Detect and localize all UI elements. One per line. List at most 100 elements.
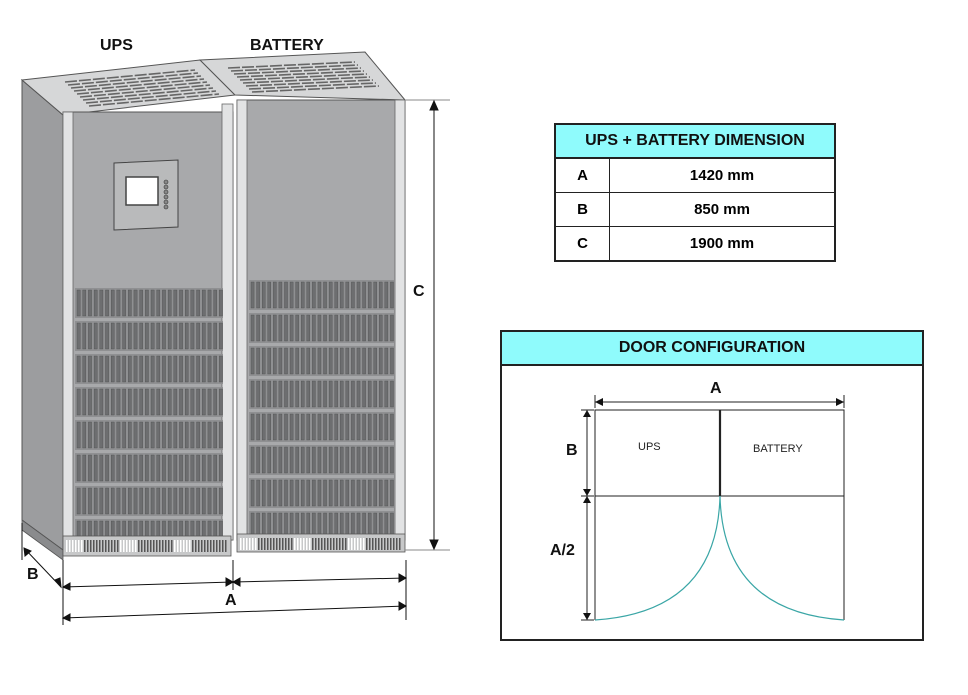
led-indicator-icon	[163, 199, 169, 205]
table-row: A 1420 mm	[556, 159, 834, 193]
grille-slot	[362, 281, 366, 309]
battery-compartment-label: BATTERY	[753, 443, 803, 455]
plinth-slot	[300, 538, 302, 550]
grille-slot	[139, 289, 143, 317]
dimension-key: B	[556, 193, 610, 226]
grille-slot	[213, 355, 217, 383]
grille-slot	[356, 413, 361, 441]
grille-slot	[128, 454, 132, 482]
grille-slot	[278, 380, 283, 408]
door-configuration-title: DOOR CONFIGURATION	[502, 332, 922, 366]
grille-slot	[93, 322, 98, 350]
grille-slot	[306, 446, 310, 474]
grille-slot	[323, 314, 327, 342]
grille-slot	[150, 388, 155, 416]
grille-slot	[323, 446, 327, 474]
grille-slot	[267, 413, 271, 441]
grille-slot	[390, 413, 394, 441]
grille-slot	[284, 314, 288, 342]
grille-slot	[162, 289, 166, 317]
ups-door-swing-arc	[594, 495, 721, 621]
led-indicator-icon	[163, 194, 169, 200]
grille-slot	[88, 355, 92, 383]
frame-strip	[221, 103, 234, 541]
grille-slot	[295, 446, 299, 474]
grille-slot	[93, 289, 98, 317]
dimension-a-right-line	[232, 577, 407, 583]
plinth-slot	[204, 540, 206, 552]
grille-slot	[179, 454, 183, 482]
grille-slot	[351, 446, 355, 474]
frame-strip	[394, 99, 406, 541]
grille-slot	[390, 347, 394, 375]
grille-slot	[367, 413, 372, 441]
plinth-slot	[81, 540, 83, 552]
plinth-slot	[216, 540, 218, 552]
plinth-slot	[84, 540, 86, 552]
grille-slot	[340, 380, 344, 408]
plinth-slot	[333, 538, 335, 550]
grille-slot	[105, 454, 109, 482]
plinth-slot	[222, 540, 224, 552]
plinth-slot	[171, 540, 173, 552]
grille-slot	[273, 281, 277, 309]
grille-slot	[312, 413, 316, 441]
plinth-slot	[378, 538, 380, 550]
plinth-slot	[219, 540, 221, 552]
plinth-slot	[225, 540, 227, 552]
grille-slot	[262, 281, 266, 309]
grille-slot	[373, 479, 377, 507]
plinth-slot	[342, 538, 344, 550]
top-vent-line	[82, 87, 214, 101]
plinth-slot	[297, 538, 299, 550]
plinth-slot	[192, 540, 194, 552]
grille-slot	[156, 322, 161, 350]
grille-slot	[76, 421, 81, 449]
grille-slot	[328, 281, 333, 309]
plinth-slot	[168, 540, 170, 552]
grille-slot	[384, 380, 389, 408]
grille-slot	[367, 479, 372, 507]
grille-slot	[99, 289, 104, 317]
grille-slot	[284, 347, 288, 375]
grille-slot	[334, 413, 338, 441]
plinth-slot	[189, 540, 191, 552]
grille-slot	[278, 479, 283, 507]
plinth-slot	[393, 538, 395, 550]
grille-slot	[295, 413, 299, 441]
grille-slot	[162, 421, 166, 449]
grille-slot	[213, 487, 217, 515]
grille-slot	[373, 413, 377, 441]
grille-slot	[256, 413, 260, 441]
plinth-slot	[315, 538, 317, 550]
grille-slot	[167, 289, 172, 317]
cabinet-side-panel	[21, 78, 64, 551]
grille-slot	[317, 413, 322, 441]
arrow-right-icon	[836, 398, 844, 406]
grille-slot	[190, 421, 195, 449]
grille-slot	[139, 487, 143, 515]
grille-slot	[384, 347, 389, 375]
grille-slot	[105, 322, 109, 350]
grille-slot	[99, 388, 104, 416]
grille-slot	[367, 446, 372, 474]
plinth-slot	[267, 538, 269, 550]
grille-slot	[145, 388, 149, 416]
top-vent-line	[88, 93, 220, 107]
dimension-table: UPS + BATTERY DIMENSION A 1420 mm B 850 …	[554, 123, 836, 262]
grille-slot	[390, 380, 394, 408]
grille-slot	[111, 355, 115, 383]
grille-slot	[373, 380, 377, 408]
door-depth-label: B	[566, 442, 578, 459]
ventilation-grilles	[75, 280, 394, 549]
grille-slot	[99, 421, 104, 449]
grille-slot	[373, 314, 377, 342]
top-vent-line	[76, 81, 208, 95]
grille-slot	[111, 322, 115, 350]
grille-slot	[256, 347, 260, 375]
plinth-slot	[201, 540, 203, 552]
grille-slot	[88, 388, 92, 416]
grille-slot	[185, 322, 189, 350]
dimension-c-label: C	[413, 283, 425, 300]
door-configuration-panel: DOOR CONFIGURATION	[500, 330, 924, 641]
